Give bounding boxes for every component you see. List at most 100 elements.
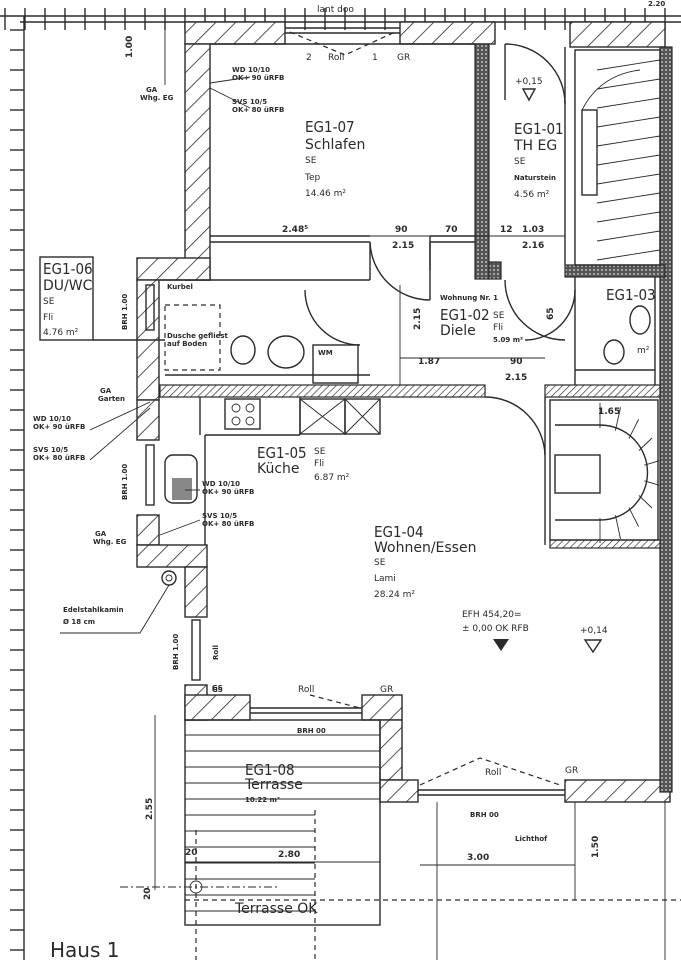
room-label-box-du-wc [39, 256, 94, 341]
window-gr-living: GR [565, 766, 578, 776]
chimney-diameter: Ø 18 cm [63, 618, 95, 626]
dim-215-a: 2.15 [392, 241, 414, 251]
staircase-lower [549, 399, 660, 543]
stair-step [596, 59, 661, 71]
room-name-terrasse: Terrasse [244, 777, 303, 793]
svs-top-1: SVS 10/5 [232, 98, 267, 106]
dim-70: 70 [445, 225, 458, 235]
stair-step [614, 515, 621, 539]
window-gr-terrace: GR [380, 685, 393, 695]
stair-step [596, 154, 661, 166]
room-floor-wohnen: Lami [374, 574, 396, 584]
room-floor-diele: Fli [493, 323, 503, 333]
room-name-diele: Diele [440, 323, 476, 339]
svs-mid-1: SVS 10/5 [33, 446, 68, 454]
wd-mid-1: WD 10/10 [33, 415, 71, 423]
ga-top: GA [146, 86, 158, 94]
svs-mid-2: OK+ 80 üRFB [33, 454, 85, 462]
wd-mid-2: OK+ 90 üRFB [33, 423, 85, 431]
room-id-kueche: EG1-05 [257, 444, 307, 462]
window-roll-terrace: Roll [298, 685, 314, 695]
stair-step [628, 419, 639, 439]
room-id-wohnen: EG1-04 [374, 523, 424, 541]
room-id-wc: EG1-03 [606, 286, 656, 304]
dim-165: 1.65 [598, 407, 620, 417]
room-area-kueche: 6.87 m² [314, 473, 350, 483]
terrace-outline [184, 719, 381, 926]
window-roll-top: Roll [328, 53, 344, 63]
svs-top-2: OK+ 80 üRFB [232, 106, 284, 114]
dim-20-a: 20 [185, 848, 198, 858]
brh-living-left: BRH 1.00 [172, 634, 180, 670]
wd-kitchen-2: OK+ 90 üRFB [202, 488, 254, 496]
dim-300: 3.00 [467, 853, 489, 863]
stair-well [581, 109, 598, 196]
stair-step [638, 437, 653, 451]
dim-215-c: 2.15 [505, 373, 527, 383]
stair-step [596, 78, 661, 90]
dim-90-a: 90 [395, 225, 408, 235]
ga-garden-label: Garten [98, 395, 125, 403]
stair-step [596, 97, 661, 109]
level-014: +0,14 [580, 626, 608, 636]
window-roll-living: Roll [485, 768, 501, 778]
window-gs-terrace: GS [212, 686, 223, 694]
room-floor-th-eg: Naturstein [514, 174, 556, 182]
room-id-schlafen: EG1-07 [305, 118, 355, 136]
room-area-wc: m² [637, 346, 650, 356]
interior-lines [145, 27, 656, 796]
stair-well [554, 454, 601, 494]
shower-label-2: auf Boden [167, 340, 207, 348]
room-area-diele: 5.09 m² [493, 336, 523, 344]
stair-step [596, 192, 661, 204]
stair-step [638, 495, 653, 509]
staircase-upper [574, 49, 661, 266]
room-area-th-eg: 4.56 m² [514, 190, 550, 200]
room-code-schlafen: SE [305, 156, 317, 166]
washing-machine-label: WM [318, 349, 333, 357]
house-label: Haus 1 [50, 938, 119, 960]
stair-step [614, 407, 621, 431]
ga-mid-whg: Whg. EG [93, 538, 127, 546]
ga-mid: GA [95, 530, 107, 538]
svs-kitchen-1: SVS 10/5 [202, 512, 237, 520]
room-id-diele: EG1-02 [440, 306, 490, 324]
room-floor-du-wc: Fli [43, 313, 53, 323]
leader-lines [60, 22, 251, 634]
stair-curve [581, 69, 641, 111]
stair-step [596, 135, 661, 147]
stair-step [596, 230, 661, 242]
dim-215-b: 2.15 [413, 308, 423, 330]
stair-step [644, 460, 660, 466]
room-name-wohnen: Wohnen/Essen [374, 540, 476, 556]
room-id-th-eg: EG1-01 [514, 120, 564, 138]
wd-top-2: OK+ 90 üRFB [232, 74, 284, 82]
efh-label: EFH 454,20= [462, 610, 522, 620]
stair-curve [555, 424, 649, 521]
dim-248: 2.48⁵ [282, 225, 308, 235]
stair-step [596, 249, 661, 261]
lichthof-label: Lichthof [515, 835, 548, 843]
grid-ruler-left [10, 16, 25, 960]
labels: lant doo 2.20 EG1-07 Schlafen SE Tep 14.… [33, 0, 665, 960]
dim-255: 2.55 [145, 798, 155, 820]
room-code-diele: SE [493, 311, 505, 321]
brh-bath: BRH 1.00 [121, 294, 129, 330]
level-015: +0,15 [515, 77, 543, 87]
dim-103: 1.03 [522, 225, 544, 235]
ga-top-whg: Whg. EG [140, 94, 174, 102]
room-code-kueche: SE [314, 447, 326, 457]
stair-step [596, 116, 661, 128]
level-marker-outline-icon [583, 639, 603, 654]
dim-12: 12 [500, 225, 513, 235]
room-floor-kueche: Fli [314, 459, 324, 469]
top-right-label: 2.20 [648, 0, 665, 8]
dim-280: 2.80 [278, 850, 300, 860]
room-id-terrasse: EG1-08 [245, 761, 295, 779]
brh-living: BRH 00 [470, 811, 499, 819]
room-name-th-eg: TH EG [513, 138, 557, 154]
stair-step [596, 211, 661, 223]
svs-kitchen-2: OK+ 80 üRFB [202, 520, 254, 528]
stair-step [644, 480, 660, 486]
room-name-du-wc: DU/WC [43, 278, 93, 294]
